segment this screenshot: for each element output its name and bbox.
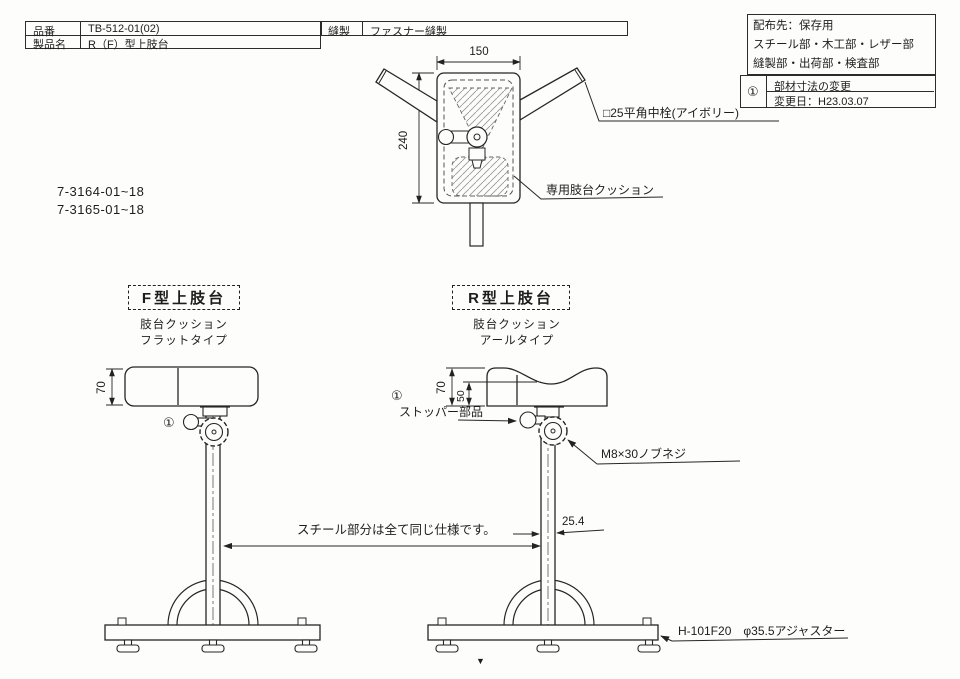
sewing-value: ファスナー縫製: [370, 26, 447, 38]
top-view-drawing: [375, 56, 779, 247]
r-cushion-height-dim: 70: [436, 381, 448, 394]
sewing-table: 縫製 ファスナー縫製: [321, 21, 628, 38]
distribution-box: 配布先：保存用 スチール部・木工部・レザー部 縫製部・出荷部・検査部: [747, 14, 936, 75]
revision-title: 部材寸法の変更: [774, 81, 851, 93]
distribution-line3: 縫製部・出荷部・検査部: [753, 58, 880, 70]
r-ref-mark: ①: [391, 388, 403, 403]
cushion-label: 専用肢台クッション: [546, 183, 655, 197]
r-view-title: R型上肢台: [452, 285, 570, 310]
revision-table: ① 部材寸法の変更 変更日：H23.03.07: [740, 75, 936, 108]
f-view-subtitle1: 肢台クッション: [140, 319, 228, 331]
f-ref-mark: ①: [163, 415, 175, 430]
reference-number-1: 7-3164-01~18: [57, 184, 145, 199]
top-view-width-dim: 150: [469, 46, 489, 58]
print-mark-icon: ▼: [476, 656, 485, 666]
f-cushion-height-dim: 70: [96, 381, 108, 394]
adjuster-label: H-101F20 φ35.5アジャスター: [678, 624, 846, 638]
knob-label: M8×30ノブネジ: [601, 447, 687, 461]
reference-numbers: 7-3164-01~18 7-3165-01~18: [57, 183, 144, 219]
part-number-value: TB-512-01(02): [88, 23, 160, 35]
distribution-line2: スチール部・木工部・レザー部: [753, 39, 914, 51]
product-name-value: R（F）型上肢台: [88, 39, 169, 51]
revision-mark: ①: [747, 84, 759, 99]
distribution-line1: 配布先：保存用: [753, 20, 834, 32]
r-view-subtitle2: アールタイプ: [479, 335, 555, 347]
r-view-subtitle1: 肢台クッション: [473, 319, 561, 331]
r-seat-dim: 50: [455, 390, 467, 402]
steel-note: スチール部分は全て同じ仕様です。: [297, 523, 496, 537]
f-view-title: F型上肢台: [128, 285, 240, 310]
pipe-dim: 25.4: [562, 516, 585, 528]
stopper-label: ストッパー部品: [399, 405, 484, 419]
plug-label: □25平角中栓(アイボリー): [603, 106, 739, 120]
f-view-subtitle2: フラットタイプ: [140, 335, 228, 347]
sewing-label: 縫製: [328, 26, 350, 38]
f-view-drawing: [104, 366, 321, 653]
part-number-label: 品番: [33, 26, 55, 38]
reference-number-2: 7-3165-01~18: [57, 202, 145, 217]
product-name-label: 製品名: [33, 39, 66, 51]
r-view-drawing: [427, 367, 849, 653]
revision-date: 変更日：H23.03.07: [774, 96, 869, 108]
top-view-height-dim: 240: [398, 130, 410, 150]
part-number-table: 品番 TB-512-01(02) 製品名 R（F）型上肢台: [25, 21, 322, 51]
